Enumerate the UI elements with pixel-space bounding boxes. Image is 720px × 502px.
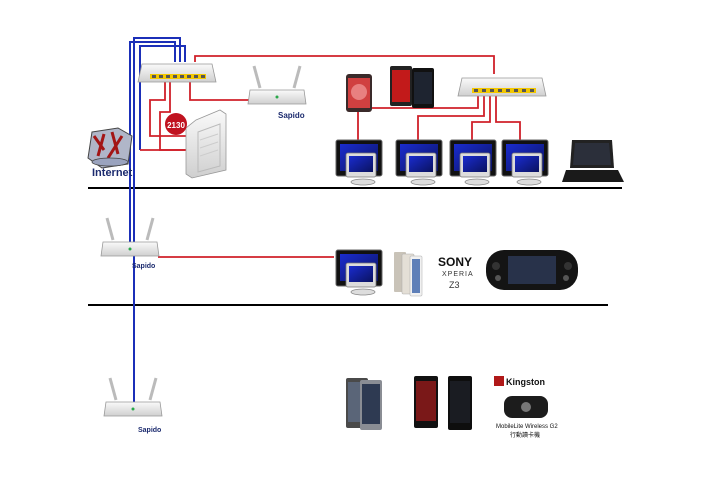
secondary-switch-icon: [457, 77, 547, 97]
internet-label: Internet: [92, 167, 133, 179]
handheld-console-icon: [486, 250, 578, 290]
ethernet-cables: [140, 55, 521, 258]
vdsl-modem-icon: [185, 109, 227, 179]
brand-label-middle: Sapido: [132, 263, 155, 270]
desktop-computer-icon-2: [395, 139, 443, 186]
mobilelite-sub-label: 行動讀卡機: [510, 431, 540, 439]
desktop-computer-icon-middle: [335, 249, 383, 296]
desktop-computer-icon-3: [449, 139, 497, 186]
xperia-label: XPERIA: [442, 271, 474, 278]
brand-label-top: Sapido: [278, 111, 305, 120]
smartphone-icon-lg-g3: [346, 74, 372, 112]
smartphone-icon-asus: [346, 378, 382, 430]
laptop-icon: [562, 140, 624, 182]
wireless-card-reader-icon: [504, 396, 548, 418]
desktop-computer-icon-1: [335, 139, 383, 186]
z3-label: Z3: [449, 280, 460, 290]
uplink-cables: [129, 37, 186, 408]
smartphone-icon-black: [448, 376, 472, 430]
brand-label-bottom: Sapido: [138, 427, 161, 434]
svg-text:2130: 2130: [167, 121, 185, 130]
kingston-logo-icon: [494, 376, 504, 386]
sony-brand-label: SONY: [438, 255, 472, 269]
smartphone-icon-xperia-z: [414, 376, 438, 428]
smartphone-icon-xperia-z3: [394, 252, 423, 297]
main-switch-icon: [137, 63, 217, 83]
wifi-router-icon-top: [246, 64, 308, 106]
router-model-badge: 2130: [165, 113, 187, 135]
smartphone-icon-lg-g2: [390, 66, 434, 108]
firewall-cloud-icon: [87, 127, 133, 169]
desktop-computer-icon-4: [501, 139, 549, 186]
mobilelite-label: MobileLite Wireless G2: [496, 424, 558, 430]
kingston-label: Kingston: [506, 377, 545, 387]
